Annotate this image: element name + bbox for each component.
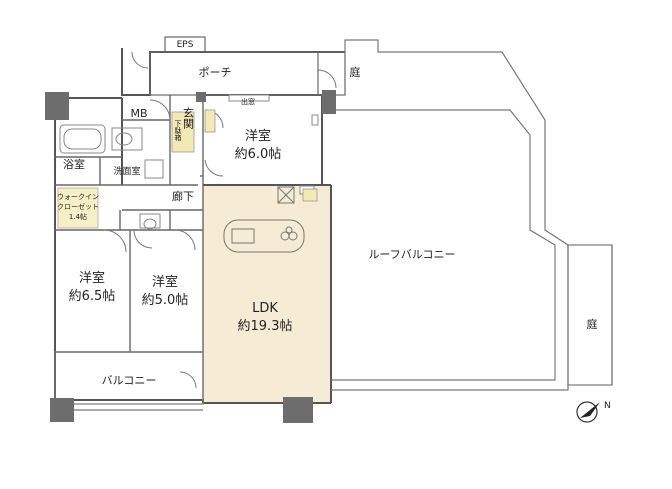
shoe-storage-label: 下駄箱 bbox=[174, 120, 182, 142]
columns bbox=[45, 90, 336, 423]
roof-balcony-label: ルーフバルコニー bbox=[368, 248, 455, 261]
genkan-label: 玄関 bbox=[182, 106, 195, 129]
western-room-3-label: 洋室 bbox=[152, 274, 178, 290]
western-room-1-label: 洋室 bbox=[245, 128, 271, 144]
ldk-label: LDK bbox=[252, 301, 278, 316]
washroom-label: 洗面室 bbox=[113, 165, 140, 177]
bath-label: 浴室 bbox=[63, 157, 85, 171]
bay-window-label: 出窓 bbox=[241, 97, 255, 106]
garden-right-label: 庭 bbox=[587, 317, 598, 331]
western-room-1-size: 約6.0帖 bbox=[235, 147, 282, 162]
roof-balcony-outline bbox=[331, 39, 613, 391]
eps-label: EPS bbox=[177, 40, 194, 50]
balcony-label: バルコニー bbox=[102, 374, 157, 387]
wic-size: 1.4帖 bbox=[69, 212, 87, 221]
balcony-outline bbox=[54, 351, 204, 411]
garden-top-label: 庭 bbox=[350, 65, 361, 79]
hallway-label: 廊下 bbox=[172, 189, 194, 203]
ldk-floor bbox=[203, 185, 331, 403]
doors bbox=[103, 51, 337, 389]
ldk-size: 約19.3帖 bbox=[238, 319, 293, 334]
compass-icon: N bbox=[576, 401, 611, 423]
kitchen-counter-icon bbox=[223, 186, 305, 253]
storage-boxes bbox=[171, 109, 318, 202]
walk-in-closet-fill bbox=[57, 187, 99, 229]
washbasin-icon bbox=[111, 127, 164, 179]
western-room-2-label: 洋室 bbox=[79, 270, 105, 286]
eps-box bbox=[164, 36, 206, 53]
wic-label-1: ウォークイン bbox=[57, 193, 99, 201]
toilet-icon bbox=[139, 213, 161, 230]
western-room-2-size: 約6.5帖 bbox=[69, 289, 116, 304]
windows bbox=[228, 94, 319, 195]
compass-north-label: N bbox=[604, 401, 611, 411]
mb-label: MB bbox=[130, 107, 147, 120]
bathtub-icon bbox=[59, 124, 106, 154]
porch-label: ポーチ bbox=[199, 66, 232, 79]
western-room-3-size: 約5.0帖 bbox=[142, 293, 189, 308]
wic-label-2: クローゼット bbox=[57, 202, 99, 211]
